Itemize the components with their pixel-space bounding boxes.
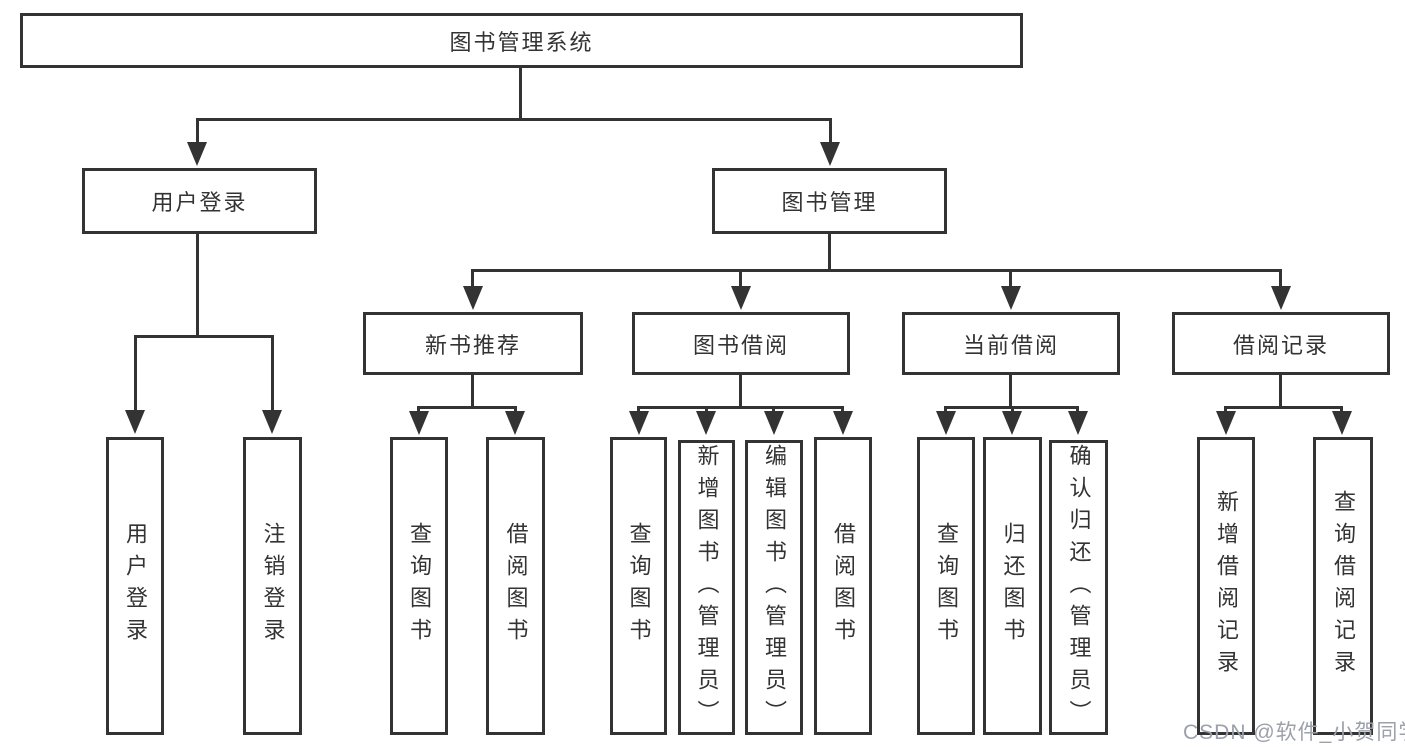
connector-line xyxy=(1279,269,1282,289)
node-label: 图书管理 xyxy=(781,190,878,215)
connector-line xyxy=(134,335,137,413)
node-label: 查询图书 xyxy=(934,522,959,650)
arrowhead-down-icon xyxy=(696,411,716,435)
connector-line xyxy=(739,269,742,289)
connector-line xyxy=(514,406,517,414)
connector-line xyxy=(637,406,844,409)
connector-line xyxy=(828,234,831,272)
arrowhead-down-icon xyxy=(505,411,525,435)
leaf-return-books: 归还图书 xyxy=(983,437,1042,735)
connector-line xyxy=(739,375,742,409)
arrowhead-down-icon xyxy=(820,142,840,166)
arrowhead-down-icon xyxy=(1001,286,1021,310)
node-label: 新增借阅记录 xyxy=(1214,490,1239,682)
node-label: 归还图书 xyxy=(1000,522,1026,650)
connector-line xyxy=(1009,269,1012,289)
node-book-borrow: 图书借阅 xyxy=(632,312,850,375)
connector-line xyxy=(1011,406,1014,414)
arrowhead-down-icon xyxy=(629,411,649,435)
leaf-borrow-books-1: 借阅图书 xyxy=(486,437,545,735)
node-borrow-records: 借阅记录 xyxy=(1172,312,1390,375)
connector-line xyxy=(637,406,640,414)
connector-line xyxy=(1340,406,1343,414)
node-user-login: 用户登录 xyxy=(82,168,317,234)
leaf-query-books-1: 查询图书 xyxy=(390,437,448,735)
leaf-edit-books-admin: 编辑图书（管理员） xyxy=(745,440,803,735)
connector-line xyxy=(196,118,832,121)
node-library-management-system: 图书管理系统 xyxy=(20,13,1023,68)
arrowhead-down-icon xyxy=(187,142,207,166)
arrowhead-down-icon xyxy=(1216,411,1236,435)
node-label: 编辑图书（管理员） xyxy=(762,443,787,732)
connector-line xyxy=(944,406,947,414)
node-book-management: 图书管理 xyxy=(712,168,947,234)
node-label: 查询图书 xyxy=(407,522,432,650)
arrowhead-down-icon xyxy=(409,411,429,435)
connector-line xyxy=(705,406,708,414)
node-current-borrow: 当前借阅 xyxy=(902,312,1120,375)
connector-line xyxy=(471,375,474,409)
leaf-query-borrow-record: 查询借阅记录 xyxy=(1313,437,1373,735)
connector-line xyxy=(471,269,1282,272)
node-label: 借阅记录 xyxy=(1232,332,1329,358)
arrowhead-down-icon xyxy=(463,286,483,310)
connector-line xyxy=(1279,375,1282,409)
node-label: 查询借阅记录 xyxy=(1331,490,1356,682)
node-new-book-recommend: 新书推荐 xyxy=(363,312,583,375)
leaf-query-books-2: 查询图书 xyxy=(610,437,667,735)
leaf-query-books-3: 查询图书 xyxy=(917,437,975,735)
connector-line xyxy=(519,68,522,121)
node-label: 确认归还（管理员） xyxy=(1066,443,1092,732)
connector-line xyxy=(1224,406,1342,409)
connector-line xyxy=(196,118,199,148)
node-label: 借阅图书 xyxy=(503,522,529,650)
leaf-logout: 注销登录 xyxy=(243,437,302,735)
node-label: 新书推荐 xyxy=(424,332,521,358)
node-label: 新增图书（管理员） xyxy=(694,443,720,732)
connector-line xyxy=(1009,375,1012,409)
leaf-borrow-books-2: 借阅图书 xyxy=(814,437,872,735)
connector-line xyxy=(134,335,274,338)
connector-line xyxy=(417,406,517,409)
arrowhead-down-icon xyxy=(936,411,956,435)
csdn-watermark: CSDN @软件_小贺同学 xyxy=(1183,721,1405,744)
arrowhead-down-icon xyxy=(1332,411,1352,435)
connector-line xyxy=(1076,406,1079,414)
arrowhead-down-icon xyxy=(764,411,784,435)
node-label: 查询图书 xyxy=(626,522,652,650)
node-label: 注销登录 xyxy=(260,522,286,650)
leaf-add-books-admin: 新增图书（管理员） xyxy=(678,440,735,735)
node-label: 用户登录 xyxy=(123,522,148,650)
node-label: 用户登录 xyxy=(151,190,248,215)
arrowhead-down-icon xyxy=(262,410,282,434)
arrowhead-down-icon xyxy=(1271,286,1291,310)
leaf-add-borrow-record: 新增借阅记录 xyxy=(1197,437,1255,735)
connector-line xyxy=(772,406,775,414)
leaf-confirm-return-admin: 确认归还（管理员） xyxy=(1049,440,1108,735)
connector-line xyxy=(829,118,832,148)
connector-line xyxy=(196,234,199,338)
connector-line xyxy=(471,269,474,289)
node-label: 当前借阅 xyxy=(962,332,1059,358)
connector-line xyxy=(417,406,420,414)
node-label: 图书管理系统 xyxy=(449,29,594,55)
leaf-user-login: 用户登录 xyxy=(106,437,164,735)
node-label: 借阅图书 xyxy=(831,522,856,650)
arrowhead-down-icon xyxy=(1002,411,1022,435)
arrowhead-down-icon xyxy=(125,410,145,434)
connector-line xyxy=(841,406,844,414)
arrowhead-down-icon xyxy=(833,411,853,435)
connector-line xyxy=(271,335,274,413)
arrowhead-down-icon xyxy=(731,286,751,310)
connector-line xyxy=(1224,406,1227,414)
arrowhead-down-icon xyxy=(1068,411,1088,435)
node-label: 图书借阅 xyxy=(692,332,789,358)
